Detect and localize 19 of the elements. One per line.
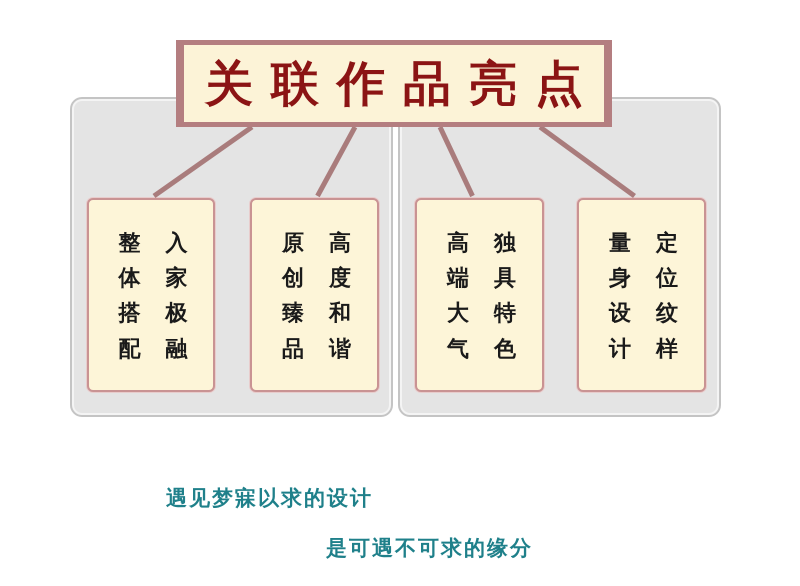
slogan-text: 是可遇不可求的缘分: [326, 535, 533, 562]
vertical-text: 高度和谐: [329, 229, 351, 364]
slogan-text: 遇见梦寐以求的设计: [166, 485, 373, 512]
title: 关联作品亮点: [205, 54, 601, 114]
vertical-text: 量身设计: [609, 229, 631, 364]
vertical-text: 独具特色: [494, 229, 516, 364]
vertical-text: 高端大气: [447, 229, 469, 364]
vertical-text: 整体搭配: [118, 229, 140, 364]
vertical-text: 入家极融: [166, 229, 188, 364]
text-card: [87, 198, 215, 392]
connector-line: [152, 124, 254, 198]
vertical-text: 定位纹样: [656, 229, 678, 364]
vertical-text: 原创臻品: [282, 229, 304, 364]
text-card: [577, 198, 706, 392]
connector-line: [438, 126, 475, 198]
connector-line: [538, 124, 636, 198]
connector-line: [315, 126, 358, 198]
text-card: [250, 198, 379, 392]
text-card: [415, 198, 544, 392]
